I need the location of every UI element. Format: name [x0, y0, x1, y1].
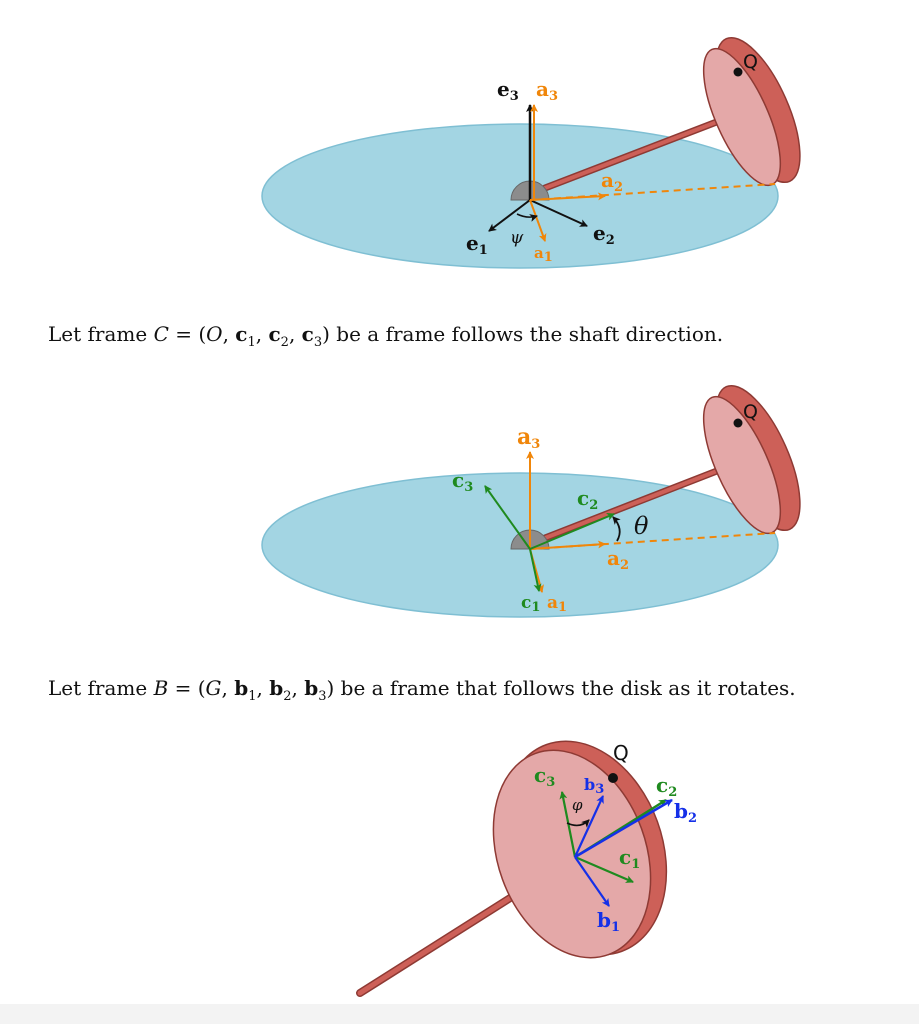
e1-label: e1 — [466, 231, 488, 258]
psi-label: ψ — [510, 228, 524, 248]
point-q-dot — [733, 67, 743, 77]
disk-face — [492, 749, 652, 959]
caption-frame-b: Let frame B = (G, b1, b2, b3) be a frame… — [48, 676, 796, 704]
origin-symbol: G — [205, 676, 222, 700]
separator: , — [255, 322, 269, 346]
c3-label: c3 — [534, 763, 555, 790]
disk — [492, 740, 668, 959]
caption-text: ) be a frame follows the shaft direction… — [322, 322, 724, 346]
a2-arrow — [529, 540, 606, 550]
vector-symbol: c — [235, 322, 248, 346]
point-q-label: Q — [743, 51, 758, 73]
e2-arrow — [529, 199, 588, 227]
c3-arrow — [484, 485, 531, 550]
theta-label: θ — [634, 512, 649, 540]
c1-arrow — [529, 548, 542, 592]
caption-text: Let frame — [48, 322, 154, 346]
c2-arrow — [529, 513, 615, 550]
origin-symbol: O — [206, 322, 223, 346]
subscript: 2 — [283, 689, 292, 704]
c2-label: c2 — [577, 486, 598, 513]
caption-frame-c: Let frame C = (O, c1, c2, c3) be a frame… — [48, 322, 723, 350]
separator: , — [291, 676, 305, 700]
caption-text: ) be a frame that follows the disk as it… — [326, 676, 796, 700]
vector-symbol: b — [304, 676, 319, 700]
point-q-dot — [608, 773, 618, 783]
point-q-dot — [733, 418, 743, 428]
subscript: 1 — [247, 335, 256, 350]
b1-label: b1 — [597, 908, 620, 935]
vector-symbol: c — [268, 322, 281, 346]
theta-angle-arc — [612, 516, 621, 542]
point-q-label: Q — [613, 741, 629, 765]
subscript: 3 — [318, 689, 327, 704]
vector-symbol: b — [269, 676, 284, 700]
figure-2-c-frame: Q θ a3 c3 c2 a2 c1 a1 — [261, 384, 801, 618]
caption-text: = ( — [168, 322, 207, 346]
caption-text: = ( — [168, 676, 206, 700]
a3-label: a3 — [536, 77, 558, 104]
a1-label: a1 — [547, 593, 567, 615]
figure-1-e-a-frames: Q ψ e3 a3 a2 e2 e1 a1 — [261, 36, 801, 269]
page-bottom-band — [0, 1004, 919, 1024]
figure-3-b-frame: Q φ c3 b3 c2 b2 c1 b1 — [356, 740, 697, 997]
c2-label: c2 — [656, 773, 677, 800]
subscript: 2 — [280, 335, 289, 350]
e2-label: e2 — [593, 221, 615, 248]
c1-arrow — [574, 855, 634, 884]
a2-label: a2 — [607, 546, 629, 573]
phi-angle-arc — [566, 819, 590, 828]
vector-symbol: c — [301, 322, 314, 346]
psi-angle-arc — [516, 213, 538, 222]
e3-label: e3 — [497, 77, 519, 104]
frame-symbol: C — [153, 322, 169, 346]
point-q-label: Q — [743, 401, 758, 423]
b2-arrow — [574, 798, 673, 859]
separator: , — [222, 322, 236, 346]
e1-arrow — [488, 199, 531, 232]
subscript: 1 — [248, 689, 257, 704]
c1-label: c1 — [619, 845, 640, 872]
b3-label: b3 — [584, 775, 604, 797]
b1-arrow — [574, 856, 610, 907]
a3-label: a3 — [517, 424, 540, 452]
shaft-highlight — [543, 111, 742, 190]
caption-text: Let frame — [48, 676, 154, 700]
phi-label: φ — [572, 796, 583, 814]
c1-label: c1 — [521, 593, 540, 615]
separator: , — [221, 676, 235, 700]
b2-label: b2 — [674, 799, 697, 826]
frame-symbol: B — [153, 676, 169, 700]
separator: , — [288, 322, 302, 346]
a2-label: a2 — [601, 168, 623, 195]
shaft-highlight — [543, 460, 742, 540]
a1-label: a1 — [534, 244, 553, 265]
c3-label: c3 — [452, 468, 473, 495]
separator: , — [256, 676, 270, 700]
vector-symbol: b — [234, 676, 249, 700]
a2-arrow — [529, 192, 606, 201]
subscript: 3 — [313, 335, 323, 350]
